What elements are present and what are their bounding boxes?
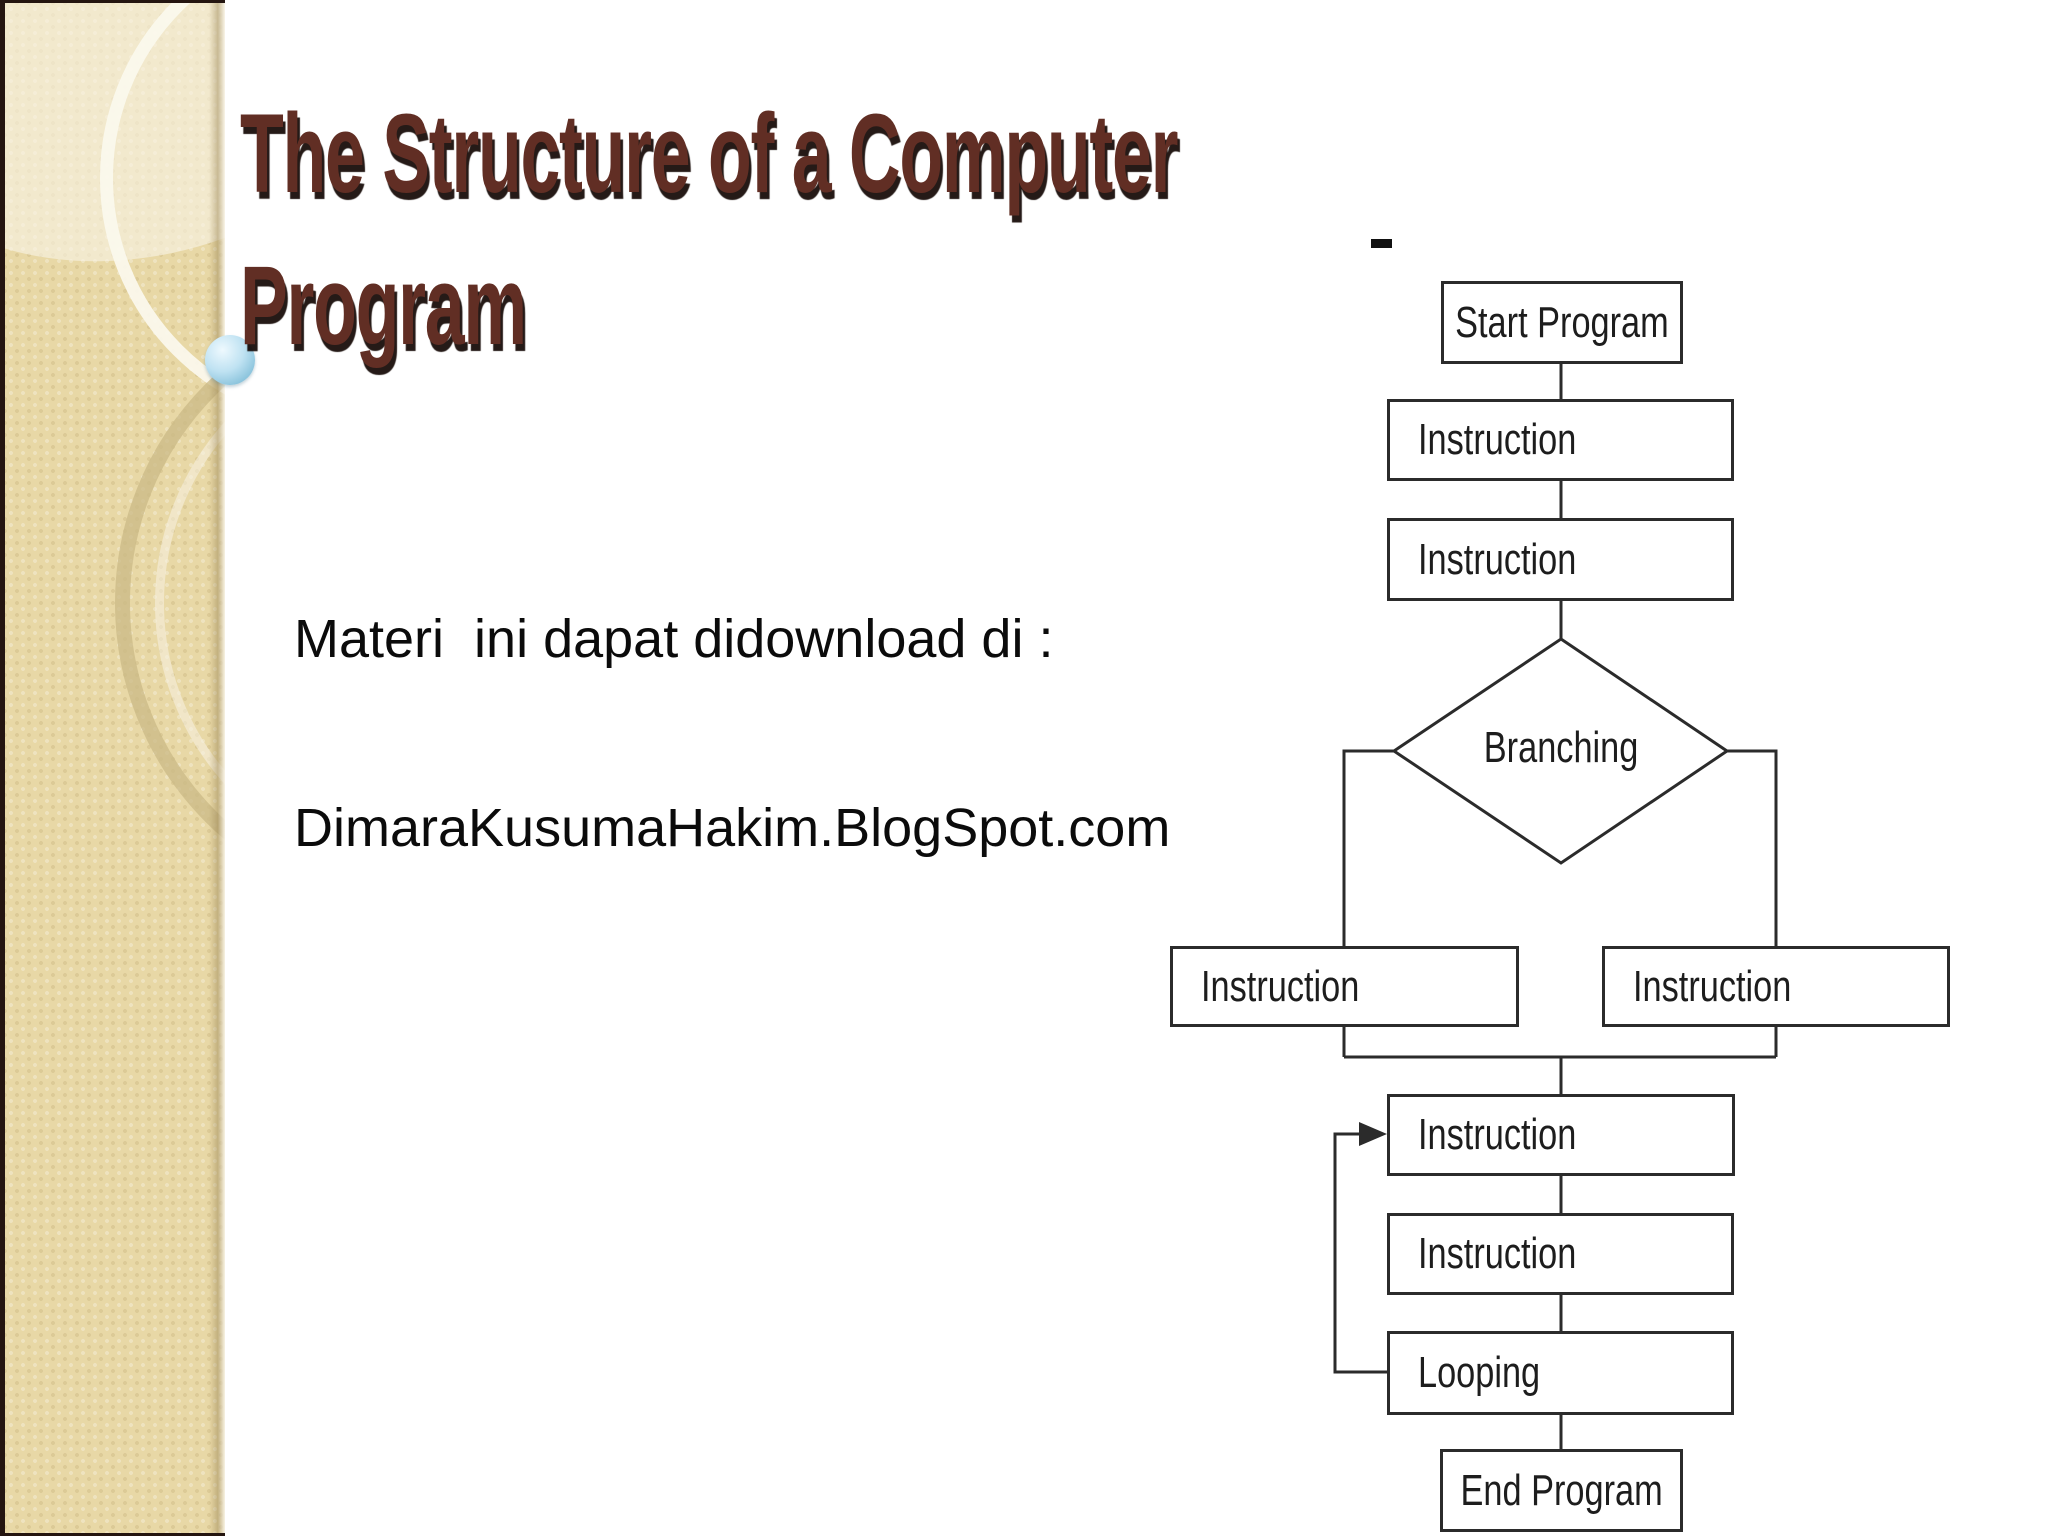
node-branch-right-instruction-label: Instruction [1633,961,1792,1011]
loop-back-arrowhead-icon [1359,1122,1387,1146]
node-branching-label-wrap: Branching [1411,723,1711,773]
title-line2: Program [240,243,527,368]
branching-diamond-shape [1391,637,1730,865]
subtitle-line2: DimaraKusumaHakim.BlogSpot.com [294,798,1171,858]
title-line1: The Structure of a Computer [240,91,1178,216]
node-branch-left-instruction-label: Instruction [1201,961,1360,1011]
node-loop-instruction-2-label: Instruction [1418,1229,1577,1278]
node-start-program-label: Start Program [1455,297,1669,347]
edge-branch-left [1342,749,1394,947]
node-loop-instruction-1-label: Instruction [1418,1110,1577,1159]
band-right-edge [209,3,225,1533]
side-decorative-band [0,0,225,1536]
node-loop-instruction-2: Instruction [1387,1213,1734,1295]
node-instruction-2: Instruction [1387,518,1734,601]
node-branch-right-instruction: Instruction [1602,946,1950,1027]
node-looping: Looping [1387,1331,1734,1415]
node-instruction-2-label: Instruction [1418,534,1577,584]
node-start-program: Start Program [1441,281,1683,364]
node-end-program-label: End Program [1460,1465,1663,1515]
subtitle-line1: Materi ini dapat didownload di : [294,609,1054,669]
node-loop-instruction-1: Instruction [1387,1094,1735,1176]
subtitle-text: Materi ini dapat didownload di : DimaraK… [294,482,1170,986]
node-branching-label: Branching [1483,723,1639,772]
node-looping-label: Looping [1418,1348,1541,1397]
edge-branch-right [1727,749,1778,947]
bead-ornament-icon [205,335,255,385]
page-title: The Structure of a Computer Program [240,78,1328,382]
loop-back-line [1333,1132,1387,1374]
stray-mark [1371,239,1392,248]
node-instruction-1-label: Instruction [1418,415,1577,464]
node-instruction-1: Instruction [1387,399,1734,481]
node-end-program: End Program [1440,1449,1683,1532]
node-branch-left-instruction: Instruction [1170,946,1519,1027]
